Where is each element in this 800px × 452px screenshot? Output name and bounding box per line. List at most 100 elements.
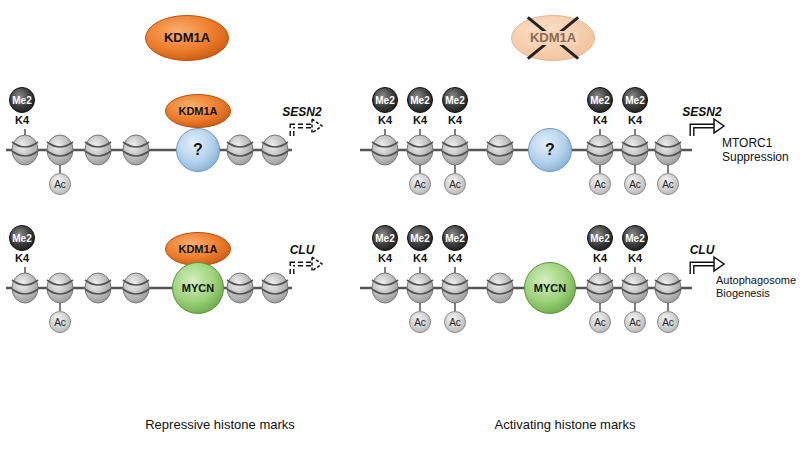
node-label: MYCN — [534, 282, 566, 294]
node-label: KDM1A — [528, 31, 578, 45]
histone-tail — [634, 129, 636, 135]
dna-wrap — [372, 142, 398, 147]
nucleosome — [47, 273, 73, 303]
node-label: Me2 — [410, 233, 429, 244]
node-label: Ac — [662, 317, 674, 328]
node-label: Me2 — [445, 233, 464, 244]
kdm1a-protein-shape: KDM1A — [165, 232, 231, 266]
dna-wrap — [407, 289, 433, 294]
nucleosome — [442, 273, 468, 303]
dna-wrap — [442, 142, 468, 147]
gene-arrow-core — [692, 264, 714, 274]
histone-tail — [419, 267, 421, 273]
shape-fill — [445, 174, 466, 195]
shape-fill — [177, 129, 220, 172]
nucleosome — [372, 135, 398, 165]
histone-tail — [419, 129, 421, 135]
shape-fill — [625, 312, 646, 333]
node-label: ? — [545, 141, 555, 159]
node-label: Me2 — [375, 95, 394, 106]
nucleosome — [407, 273, 433, 303]
dna-wrap — [85, 151, 111, 156]
node-label: Ac — [594, 317, 606, 328]
gene-arrow-core — [692, 126, 714, 136]
shape-fill — [166, 233, 231, 266]
panel-caption: Repressive histone marks — [145, 417, 295, 433]
histone-tail — [667, 165, 669, 173]
me2-mark: Me2K4 — [587, 225, 613, 264]
node-label: Me2 — [590, 233, 609, 244]
histone-tail — [454, 267, 456, 273]
shape-fill — [588, 226, 613, 251]
dna-wrap — [12, 289, 38, 294]
me2-mark-shape: Me2 — [9, 87, 35, 113]
shape-fill — [512, 16, 595, 61]
dna-wrap — [442, 289, 468, 294]
ac-mark-shape: Ac — [589, 173, 611, 195]
histone-tail — [454, 165, 456, 173]
absent-cross — [528, 17, 578, 58]
node-label: ? — [193, 141, 203, 159]
histone-tail — [599, 303, 601, 311]
nucleosome — [123, 273, 149, 303]
unknown-factor: ? — [176, 128, 220, 172]
node-label: Me2 — [12, 95, 31, 106]
dna-wrap — [12, 151, 38, 156]
kdm1a-ellipse: KDM1A — [145, 15, 229, 61]
histone-tail — [599, 267, 601, 273]
dna-wrap — [407, 142, 433, 147]
me2-mark-shape: Me2 — [442, 87, 468, 113]
node-label: Me2 — [375, 233, 394, 244]
node-label: Ac — [449, 179, 461, 190]
shape-fill — [408, 226, 433, 251]
dna-wrap — [262, 142, 288, 147]
gene-arrow-outline — [692, 264, 714, 274]
dna-wrap — [655, 280, 681, 285]
dna-wrap — [227, 280, 253, 285]
ac-mark-shape: Ac — [589, 311, 611, 333]
node-label: Me2 — [445, 95, 464, 106]
dna-wrap — [123, 280, 149, 285]
gene-name: CLU — [690, 243, 715, 257]
me2-mark-shape: Me2 — [587, 225, 613, 251]
outcome-note: Autophagosome Biogenesis — [716, 274, 797, 300]
dna-wrap — [123, 289, 149, 294]
shape-fill — [525, 263, 576, 314]
dna-wrap — [622, 151, 648, 156]
lysine-label: K4 — [413, 252, 427, 264]
me2-mark-shape: Me2 — [372, 225, 398, 251]
nucleosome — [47, 135, 73, 165]
shape-fill — [50, 312, 71, 333]
shape-fill — [658, 312, 679, 333]
nucleosome — [262, 273, 288, 303]
histone-tail — [419, 303, 421, 311]
shape-fill — [410, 174, 431, 195]
node-label: Me2 — [625, 95, 644, 106]
me2-mark-shape: Me2 — [9, 225, 35, 251]
node-label: Me2 — [12, 233, 31, 244]
ac-mark: Ac — [49, 311, 71, 333]
nucleosome — [587, 273, 613, 303]
shape-fill — [443, 226, 468, 251]
node-label: Ac — [662, 179, 674, 190]
nucleosome — [262, 135, 288, 165]
lysine-label: K4 — [413, 114, 427, 126]
nucleosome — [655, 135, 681, 165]
panel-caption: Activating histone marks — [495, 417, 636, 433]
node-label: KDM1A — [178, 105, 217, 117]
me2-mark-shape: Me2 — [587, 87, 613, 113]
mycn-protein: MYCN — [524, 262, 576, 314]
me2-mark: Me2K4 — [587, 87, 613, 126]
dna-wrap — [407, 151, 433, 156]
ac-mark-shape: Ac — [624, 311, 646, 333]
dna-wrap — [372, 289, 398, 294]
dna-wrap — [407, 280, 433, 285]
dna-wrap — [262, 289, 288, 294]
dna-wrap — [487, 151, 513, 156]
me2-mark: Me2K4 — [372, 87, 398, 126]
shape-fill — [146, 16, 229, 61]
dna-wrap — [227, 142, 253, 147]
ac-mark: Ac — [409, 311, 431, 333]
nucleosome — [12, 273, 38, 303]
lysine-label: K4 — [628, 114, 642, 126]
